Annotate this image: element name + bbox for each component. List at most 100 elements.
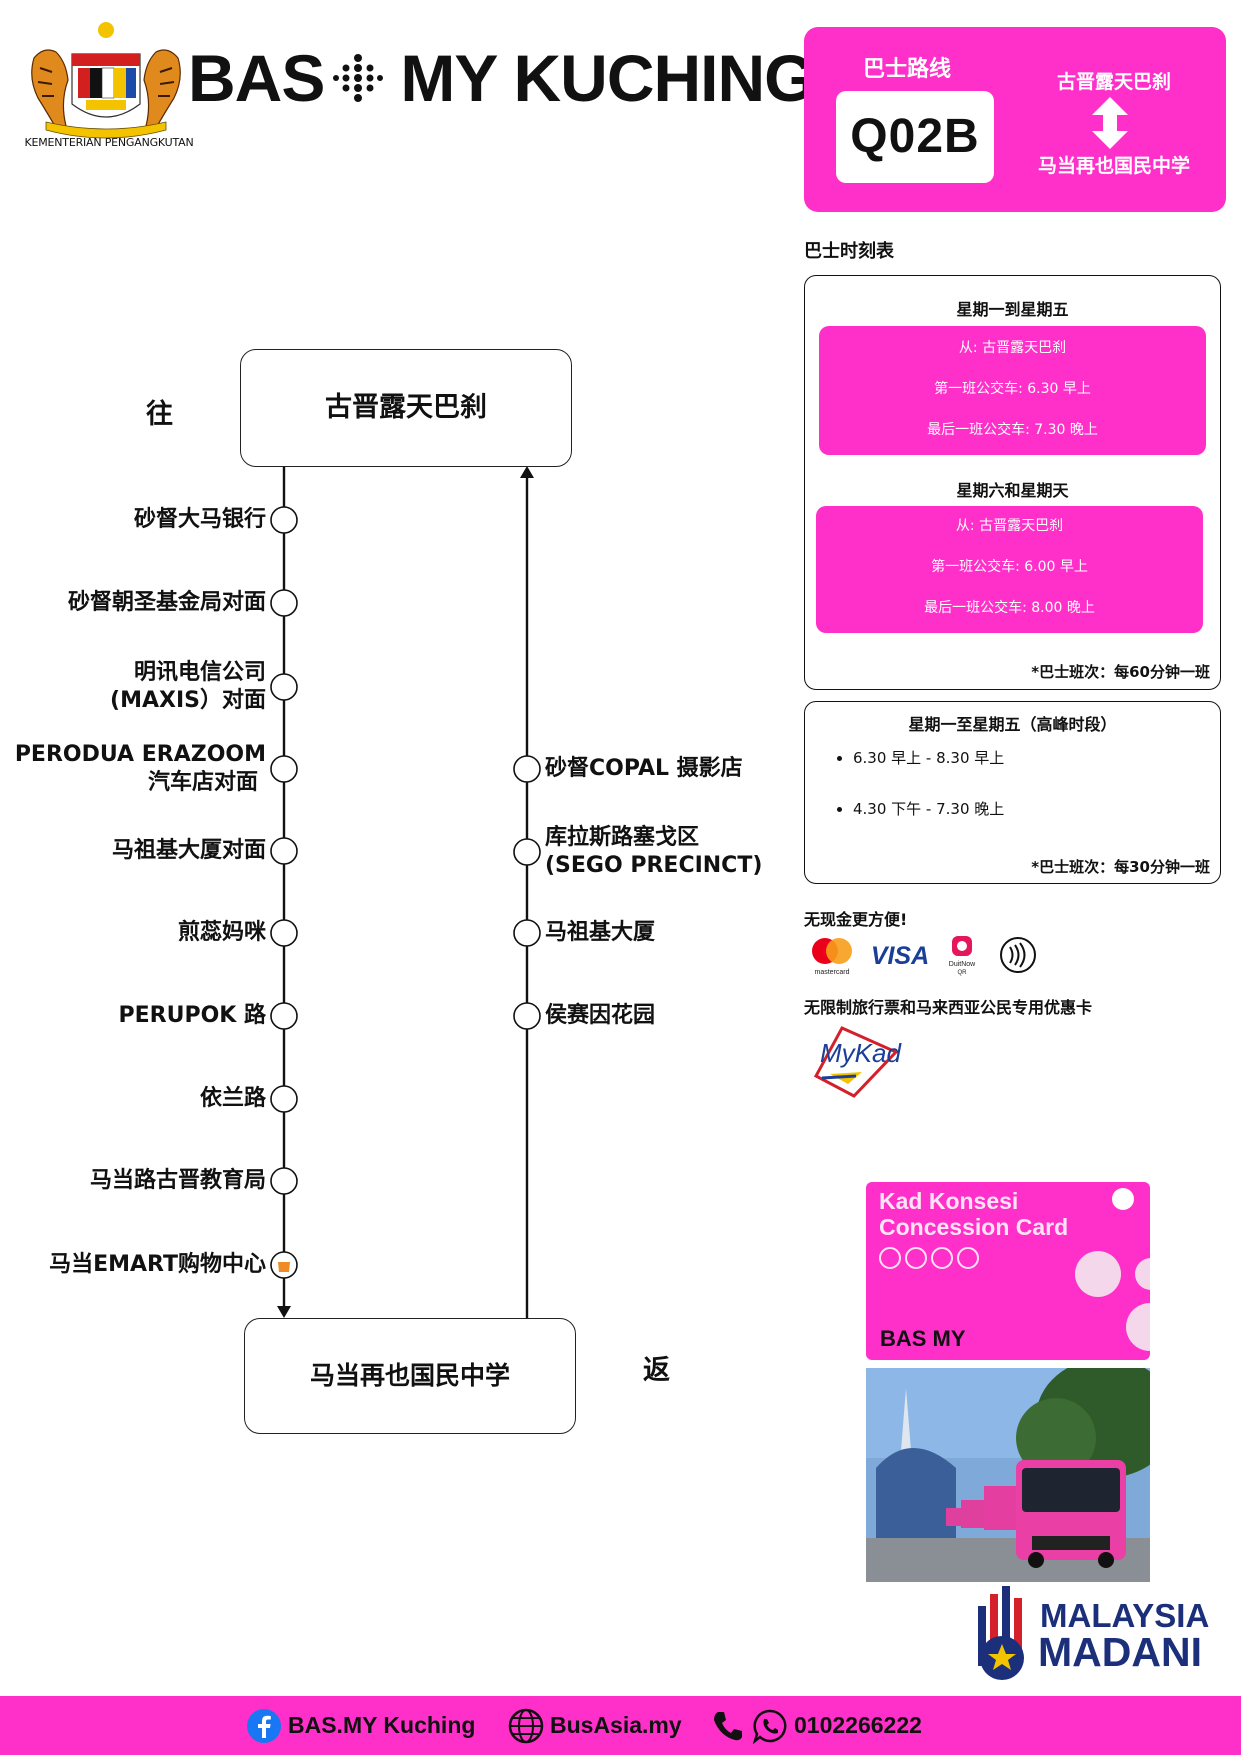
weekend-heading: 星期六和星期天 — [956, 481, 1069, 500]
top-terminal: 古晋露天巴刹 — [240, 349, 572, 467]
outbound-stop: 明讯电信公司 (MAXIS）对面 — [110, 659, 266, 715]
timetable-card: 星期一到星期五 从: 古晋露天巴刹 第一班公交车: 6.30 早上 最后一班公交… — [804, 275, 1221, 690]
stop-marker — [513, 1002, 541, 1030]
facebook-link[interactable]: BAS.MY Kuching — [246, 1696, 475, 1755]
stop-name: 砂督COPAL 摄影店 — [545, 756, 743, 781]
stop-name: 马祖基大厦对面 — [111, 838, 266, 863]
outbound-stop: 马当EMART购物中心 — [49, 1251, 266, 1279]
stop-marker — [270, 837, 298, 865]
concession-card-brand: BAS MY — [880, 1326, 966, 1351]
malaysia-coat-of-arms-icon — [31, 22, 181, 139]
outbound-stop: 依兰路 — [200, 1085, 266, 1113]
peak-slot-list: 6.30 早上 - 8.30 早上 4.30 下午 - 7.30 晚上 — [853, 747, 1004, 849]
concession-card-image: Kad Konsesi Concession Card BAS MY — [866, 1182, 1150, 1360]
outbound-stop: PERUPOK 路 — [119, 1002, 267, 1030]
visa-wordmark: VISA — [871, 942, 929, 970]
stop-marker — [513, 755, 541, 783]
website-link[interactable]: BusAsia.my — [508, 1696, 682, 1755]
weekend-last-bus: 最后一班公交车: 8.00 晚上 — [924, 600, 1095, 616]
route-card: 巴士路线 Q02B 古晋露天巴刹 马当再也国民中学 — [804, 27, 1226, 212]
outbound-stop: 砂督大马银行 — [134, 506, 266, 534]
stop-name: 汽车店对面 — [147, 770, 258, 795]
phone-contact[interactable]: 0102266222 — [710, 1696, 922, 1755]
return-stop: 库拉斯路塞戈区 (SEGO PRECINCT) — [545, 824, 762, 880]
facebook-handle: BAS.MY Kuching — [288, 1712, 476, 1738]
madani-line1: MALAYSIA — [1040, 1597, 1210, 1634]
stop-name: 马当路古晋教育局 — [89, 1168, 266, 1193]
peak-slot: 6.30 早上 - 8.30 早上 — [853, 747, 1004, 768]
stop-marker — [270, 589, 298, 617]
brand-bas-text: BAS — [188, 41, 325, 115]
frequency-note: *巴士班次：每60分钟一班 — [1031, 663, 1210, 681]
whatsapp-icon — [752, 1709, 787, 1744]
stop-name: (SEGO PRECINCT) — [545, 853, 763, 878]
route-label: 巴士路线 — [862, 57, 951, 82]
duitnow-icon: DuitNow QR — [949, 936, 976, 976]
peak-heading: 星期一至星期五（高峰时段） — [908, 715, 1117, 734]
facebook-icon — [247, 1708, 281, 1743]
timetable-title: 巴士时刻表 — [804, 241, 894, 262]
payment-methods: mastercard VISA DuitNow QR — [806, 934, 1042, 976]
stop-name: 砂督大马银行 — [133, 507, 266, 532]
route-origin: 古晋露天巴刹 — [1056, 71, 1171, 93]
stop-name: 马当EMART购物中心 — [49, 1252, 266, 1277]
concession-category-icons — [879, 1247, 979, 1269]
peak-hours-card: 星期一至星期五（高峰时段） 6.30 早上 - 8.30 早上 4.30 下午 … — [804, 701, 1221, 884]
stop-marker — [270, 919, 298, 947]
weekend-schedule: 从: 古晋露天巴刹 第一班公交车: 6.00 早上 最后一班公交车: 8.00 … — [816, 506, 1203, 633]
stop-marker — [270, 506, 298, 534]
stop-marker — [270, 673, 298, 701]
stop-name: 砂督朝圣基金局对面 — [67, 590, 266, 615]
unlimited-pass-title: 无限制旅行票和马来西亚公民专用优惠卡 — [804, 998, 1093, 1017]
return-label: 返 — [643, 1355, 670, 1386]
mykad-logo-icon: MyKad — [813, 1026, 902, 1098]
madani-emblem-icon — [974, 1586, 1030, 1682]
duitnow-wordmark: DuitNow — [949, 961, 976, 968]
outbound-stop: 马祖基大厦对面 — [112, 837, 266, 865]
stop-marker — [270, 1167, 298, 1195]
outbound-stop: PERODUA ERAZOOM 汽车店对面 — [15, 741, 266, 797]
stop-marker — [270, 1085, 298, 1113]
bottom-terminal: 马当再也国民中学 — [244, 1318, 576, 1434]
brand-dot-grid-icon — [333, 54, 384, 102]
weekday-heading: 星期一到星期五 — [956, 300, 1069, 319]
concession-card-title-ms: Kad Konsesi — [879, 1188, 1019, 1214]
bus-photo — [866, 1368, 1150, 1582]
stop-marker — [270, 1002, 298, 1030]
stop-name: PERODUA ERAZOOM — [14, 742, 266, 767]
route-code: Q02B — [836, 91, 994, 183]
outbound-stop: 砂督朝圣基金局对面 — [68, 589, 266, 617]
website-url: BusAsia.my — [550, 1712, 682, 1738]
madani-line2: MADANI — [1038, 1629, 1202, 1675]
brand-logo: BAS MY KUCHING — [188, 38, 816, 118]
stop-name: 侯赛因花园 — [545, 1003, 656, 1028]
stop-marker — [513, 838, 541, 866]
weekday-first-bus: 第一班公交车: 6.30 早上 — [934, 381, 1091, 397]
return-stop: 马祖基大厦 — [545, 919, 655, 947]
shopping-bag-icon — [278, 1262, 290, 1272]
malaysia-madani-logo: MALAYSIA MADANI — [972, 1586, 1226, 1686]
stop-name: 马祖基大厦 — [545, 920, 656, 945]
stop-marker — [513, 919, 541, 947]
ministry-label: KEMENTERIAN PENGANGKUTAN — [24, 136, 194, 149]
route-destination: 马当再也国民中学 — [1037, 155, 1190, 177]
stop-marker — [270, 755, 298, 783]
globe-icon — [508, 1708, 544, 1743]
outbound-stop: 马当路古晋教育局 — [90, 1167, 266, 1195]
stop-name: 库拉斯路塞戈区 — [545, 825, 700, 850]
return-stop: 砂督COPAL 摄影店 — [545, 755, 743, 783]
stop-name: 明讯电信公司 — [133, 660, 266, 685]
weekend-origin: 从: 古晋露天巴刹 — [955, 518, 1064, 534]
cashless-title: 无现金更方便! — [804, 910, 908, 929]
concession-card-title-en: Concession Card — [879, 1214, 1069, 1240]
up-down-arrow-icon — [1092, 97, 1128, 149]
weekend-first-bus: 第一班公交车: 6.00 早上 — [931, 559, 1088, 575]
visa-icon: VISA — [871, 942, 929, 970]
card-decoration — [1075, 1188, 1150, 1351]
svg-text:QR: QR — [958, 970, 968, 976]
mastercard-icon: mastercard — [812, 938, 852, 976]
peak-slot: 4.30 下午 - 7.30 晚上 — [853, 798, 1004, 819]
mykad-wordmark: MyKad — [820, 1038, 902, 1068]
stop-name: (MAXIS）对面 — [110, 688, 266, 713]
